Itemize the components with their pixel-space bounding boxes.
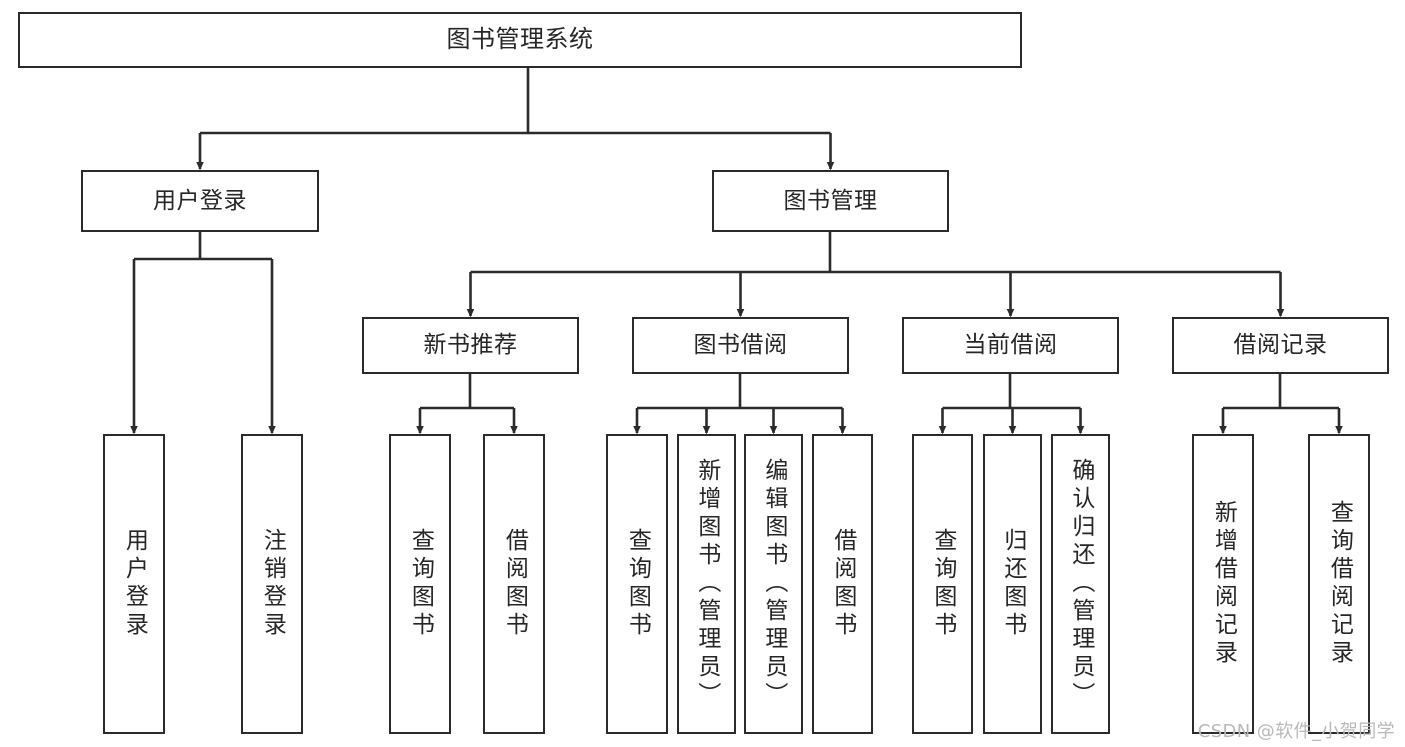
node-label: 新增借阅记录 <box>1210 500 1237 668</box>
node-leaf-cu-return[interactable]: 归还图书 <box>983 434 1042 734</box>
node-root[interactable]: 图书管理系统 <box>18 12 1022 68</box>
node-leaf-bo-add[interactable]: 新增图书（管理员） <box>677 434 736 734</box>
node-label: 注销登录 <box>259 528 286 640</box>
node-label: 用户登录 <box>121 528 148 640</box>
node-label: 图书管理系统 <box>446 25 594 54</box>
node-label: 借阅记录 <box>1233 332 1328 359</box>
node-leaf-nb-query[interactable]: 查询图书 <box>389 434 451 734</box>
node-label: 查询图书 <box>929 528 956 640</box>
node-borrow[interactable]: 图书借阅 <box>632 317 849 374</box>
node-label: 图书管理 <box>783 187 878 214</box>
node-records[interactable]: 借阅记录 <box>1172 317 1389 374</box>
node-label: 用户登录 <box>153 187 247 214</box>
node-label: 查询图书 <box>624 528 651 640</box>
node-label: 查询借阅记录 <box>1326 500 1353 668</box>
node-current[interactable]: 当前借阅 <box>902 317 1119 374</box>
node-label: 新增图书（管理员） <box>693 458 720 710</box>
node-leaf-re-query[interactable]: 查询借阅记录 <box>1308 434 1370 734</box>
node-label: 借阅图书 <box>829 528 856 640</box>
node-leaf-re-add[interactable]: 新增借阅记录 <box>1192 434 1254 734</box>
node-leaf-user-logout[interactable]: 注销登录 <box>241 434 303 734</box>
node-leaf-bo-borrow[interactable]: 借阅图书 <box>812 434 873 734</box>
node-newbook[interactable]: 新书推荐 <box>362 317 579 374</box>
node-label: 借阅图书 <box>501 528 528 640</box>
node-label: 归还图书 <box>999 528 1026 640</box>
node-bookmgmt[interactable]: 图书管理 <box>712 170 949 232</box>
node-leaf-bo-edit[interactable]: 编辑图书（管理员） <box>744 434 803 734</box>
node-leaf-bo-query[interactable]: 查询图书 <box>606 434 668 734</box>
node-leaf-cu-confirm[interactable]: 确认归还（管理员） <box>1051 434 1110 734</box>
node-leaf-cu-query[interactable]: 查询图书 <box>912 434 973 734</box>
node-label: 图书借阅 <box>693 332 788 359</box>
node-label: 当前借阅 <box>963 332 1058 359</box>
node-leaf-nb-borrow[interactable]: 借阅图书 <box>483 434 545 734</box>
node-label: 查询图书 <box>407 528 434 640</box>
node-label: 确认归还（管理员） <box>1067 458 1094 710</box>
node-label: 编辑图书（管理员） <box>760 458 787 710</box>
node-label: 新书推荐 <box>423 332 518 359</box>
node-login[interactable]: 用户登录 <box>81 170 319 232</box>
node-leaf-user-login[interactable]: 用户登录 <box>103 434 165 734</box>
